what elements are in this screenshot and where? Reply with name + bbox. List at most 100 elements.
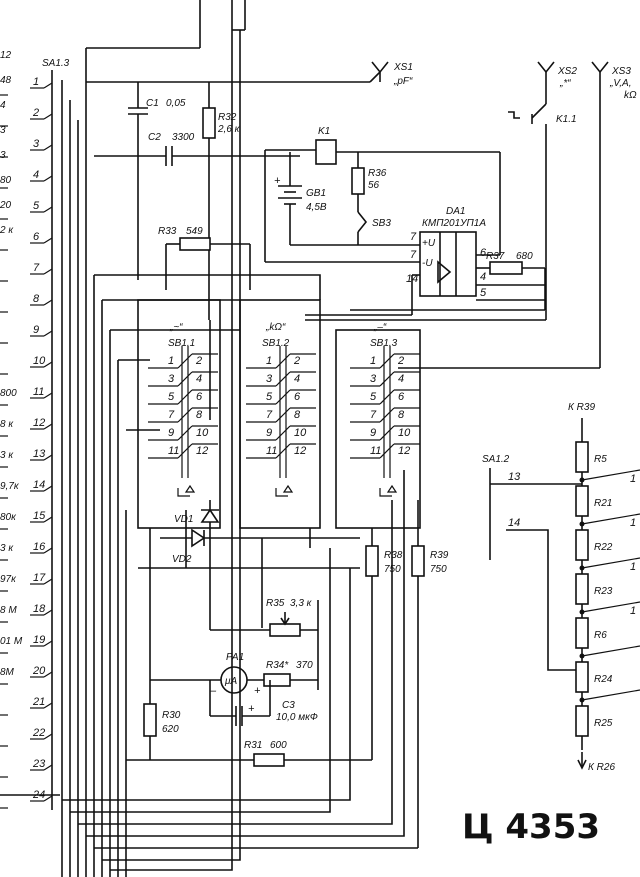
bottom-wires bbox=[62, 30, 418, 871]
switch-pin-label: 2 bbox=[195, 355, 202, 367]
sa13-contact-number: 14 bbox=[33, 479, 45, 491]
r33-ref: R33 bbox=[158, 226, 177, 237]
switch-contact bbox=[379, 407, 395, 423]
sb3-ref: SB3 bbox=[372, 218, 391, 229]
sa13-contact-lead bbox=[43, 454, 53, 461]
switch-contact bbox=[275, 443, 291, 459]
sb11-mode: „~“ bbox=[169, 322, 183, 333]
switch-contact bbox=[275, 353, 291, 369]
r35-value: 3,3 к bbox=[290, 598, 313, 609]
sa13-resistor-value: 9,7к bbox=[0, 481, 20, 492]
c1-ref: C1 bbox=[146, 98, 159, 109]
sa13-contact-lead bbox=[43, 82, 53, 89]
sa13-contact-number: 3 bbox=[33, 138, 40, 150]
r37-value: 680 bbox=[516, 251, 533, 262]
k11-ref: K1.1 bbox=[556, 114, 577, 125]
input-network: XS1 „pF“ C1 0,05 C2 3300 R32 2,6 к bbox=[86, 61, 413, 320]
ladder-resistor-ref: R6 bbox=[594, 630, 607, 641]
sa13-contact-number: 19 bbox=[33, 634, 45, 646]
xs2-ref: XS2 bbox=[557, 66, 577, 77]
sa13-contact-lead bbox=[43, 113, 53, 120]
sa13-resistor-value: 8М bbox=[0, 667, 15, 678]
sa13-contact-number: 16 bbox=[33, 541, 46, 553]
switch-latch bbox=[379, 488, 392, 497]
sa13-contact-number: 11 bbox=[33, 386, 44, 398]
ladder-resistor-ref: R25 bbox=[594, 718, 613, 729]
ladder-resistor-ref: R21 bbox=[594, 498, 612, 509]
sa13-contact-lead bbox=[43, 206, 53, 213]
ladder-bottom: К R26 bbox=[588, 762, 615, 773]
svg-text:+: + bbox=[274, 175, 281, 187]
power-section: K1 + GB1 4,5В R36 56 SB3 bbox=[264, 126, 501, 263]
switch-contact bbox=[379, 389, 395, 405]
sa13-contact-number: 9 bbox=[33, 324, 39, 336]
switch-contact bbox=[177, 443, 193, 459]
switch-pin-label: 11 bbox=[370, 445, 381, 457]
sa13-contact-lead bbox=[43, 733, 53, 740]
r38-ref: R38 bbox=[384, 550, 403, 561]
sa13-contact-number: 4 bbox=[33, 169, 39, 181]
c3-value: 10,0 мкФ bbox=[276, 712, 318, 723]
sa13-resistor-value: 8 к bbox=[0, 419, 14, 430]
sa13-contact-lead bbox=[43, 330, 53, 337]
sa13-resistor-value: 4 bbox=[0, 100, 6, 111]
ladder-tap bbox=[581, 513, 640, 525]
sa13-contact-number: 12 bbox=[33, 417, 45, 429]
ladder-top: К R39 bbox=[568, 402, 595, 413]
switch-latch bbox=[386, 484, 398, 493]
sa13-contacts: SA1.3 1234567891011121314151617181920212… bbox=[0, 50, 70, 810]
switch-pin-label: 2 bbox=[397, 355, 404, 367]
ladder-contact-14: 14 bbox=[508, 517, 520, 529]
sa13-contact-lead bbox=[43, 795, 53, 802]
ladder-resistor-ref: R5 bbox=[594, 454, 607, 465]
ladder-resistor-ref: R22 bbox=[594, 542, 613, 553]
sa13-resistor-value: 3 bbox=[0, 150, 6, 161]
switch-pin-label: 10 bbox=[294, 427, 307, 439]
sa13-contact-lead bbox=[43, 144, 53, 151]
switch-contact bbox=[177, 407, 193, 423]
switch-pin-label: 8 bbox=[294, 409, 301, 421]
switch-pin-label: 4 bbox=[196, 373, 202, 385]
r35-ref: R35 bbox=[266, 598, 285, 609]
range-ladder: К R39 SA1.2 13 14 R5R21R22R23R6R24R25111… bbox=[482, 402, 640, 773]
svg-text:7: 7 bbox=[410, 231, 417, 243]
sa13-contact-lead bbox=[43, 609, 53, 616]
switch-latch bbox=[275, 488, 288, 497]
r33-value: 549 bbox=[186, 226, 203, 237]
sa13-resistor-value: 3 к bbox=[0, 450, 14, 461]
r30-value: 620 bbox=[162, 724, 179, 735]
ladder-resistor-ref: R23 bbox=[594, 586, 613, 597]
switch-pin-label: 8 bbox=[196, 409, 203, 421]
switch-pin-label: 12 bbox=[196, 445, 208, 457]
diode-pair: VD1 VD2 bbox=[138, 500, 360, 628]
r30-r31: R30 620 R31 600 bbox=[126, 528, 372, 767]
ladder-resistor bbox=[575, 617, 589, 649]
switch-contact bbox=[177, 353, 193, 369]
svg-text:+: + bbox=[248, 703, 255, 715]
sa13-resistor-value: 80к bbox=[0, 512, 17, 523]
sa13-contact-number: 1 bbox=[33, 76, 39, 88]
sa13-contact-number: 8 bbox=[33, 293, 40, 305]
switch-pin-label: 10 bbox=[398, 427, 411, 439]
sb12-ref: SB1.2 bbox=[262, 338, 290, 349]
sa13-contact-number: 22 bbox=[32, 727, 45, 739]
switch-pin-label: 12 bbox=[294, 445, 306, 457]
k1-ref: K1 bbox=[318, 126, 330, 137]
sa13-resistor-value: 97к bbox=[0, 574, 17, 585]
da1-minus: -U bbox=[422, 258, 433, 269]
r39-value: 750 bbox=[430, 564, 447, 575]
switch-latch bbox=[184, 484, 196, 493]
ladder-resistor bbox=[575, 485, 589, 517]
switch-contact bbox=[379, 353, 395, 369]
sa13-resistor-value: 20 bbox=[0, 200, 12, 211]
svg-text:+: + bbox=[254, 685, 261, 697]
ladder-tap-label: 1 bbox=[630, 517, 636, 529]
switch-pin-label: 4 bbox=[398, 373, 404, 385]
r38-r39: R38 750 R39 750 bbox=[365, 500, 449, 848]
r33-resistor: R33 549 bbox=[158, 226, 251, 290]
sa13-contact-number: 23 bbox=[32, 758, 46, 770]
switch-contact bbox=[275, 407, 291, 423]
svg-text:–: – bbox=[209, 685, 217, 697]
switch-contact bbox=[177, 389, 193, 405]
